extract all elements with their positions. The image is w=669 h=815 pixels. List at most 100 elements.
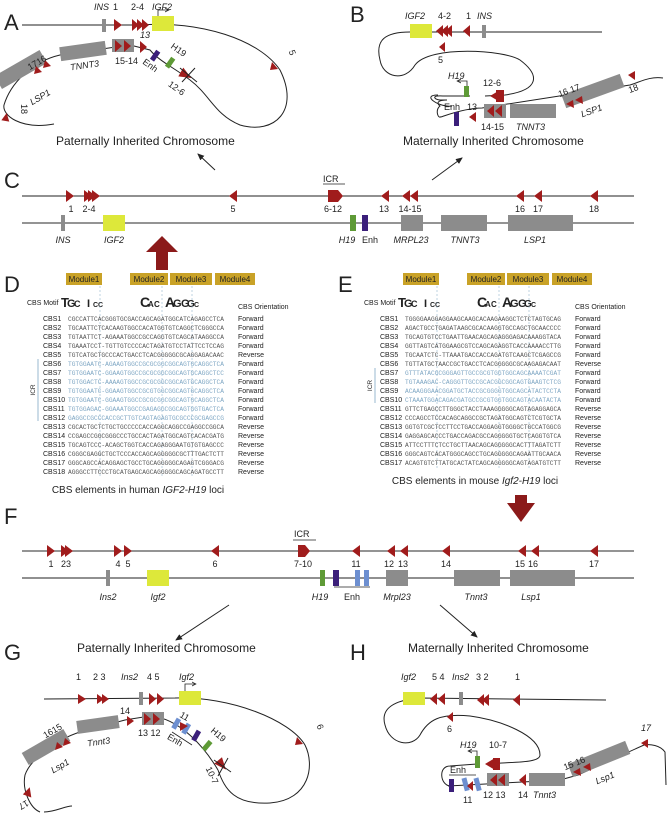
cbs-name: CBS10 <box>43 397 65 404</box>
ctcf-site-icon <box>439 42 445 52</box>
tnnt3-gene <box>59 40 107 62</box>
site-label: 13 <box>398 559 408 569</box>
orientation-header: CBS Orientation <box>575 304 626 311</box>
tnnt3-gene <box>510 104 556 118</box>
motif-logo-letter: I <box>424 298 427 310</box>
ctcf-site-icon <box>573 763 591 776</box>
label-ins2: Ins2 <box>452 672 469 682</box>
cbs-sequence: TGCAGTGTCCTGAATTGAACAGCAGAGGGAGACAAAGGTA… <box>405 334 561 341</box>
cbs-orientation: Forward <box>238 361 264 368</box>
motif-logo-letter: C <box>74 299 81 309</box>
ctcf-site-icon <box>34 60 51 74</box>
lsp1-gene <box>0 49 48 89</box>
enhancer-mouse <box>171 717 182 730</box>
ctcf-site-icon <box>566 96 583 108</box>
cbs-orientation: Forward <box>575 379 601 386</box>
cbs-orientation: Reverse <box>575 424 601 431</box>
gene-label: TNNT3 <box>451 235 480 245</box>
label-site: 13 12 <box>138 728 161 738</box>
ctcf-site-icon <box>270 62 278 70</box>
ctcf-icr-icon <box>496 90 504 102</box>
module-label: Module2 <box>134 275 165 284</box>
cbs-sequence: CCCAGCCTCCACAGCAGGCCGCTAGATGGCAGTCTCGTGC… <box>405 415 561 422</box>
ctcf-site-icon <box>140 41 147 53</box>
cbs-name: CBS2 <box>380 325 398 332</box>
label-site: 17 <box>17 798 31 812</box>
icr-label: ICR <box>30 384 37 396</box>
cbs-sequence: TGTGGACTC-AAAAGTGGCCGCGCGGCGGCAGTGCAGGCT… <box>68 379 224 386</box>
arrow-icon <box>431 157 463 181</box>
motif-logo-letter: G <box>67 298 76 310</box>
motif-logo-letter: C <box>411 299 418 309</box>
chromatin-fiber <box>383 697 607 765</box>
cbs-sequence: TGCAATTCTCACAAGTGGCCACATGGTGTCAGGCTCGGGC… <box>68 325 224 332</box>
cbs-orientation: Forward <box>238 334 264 341</box>
label-tnnt3: Tnnt3 <box>87 735 111 748</box>
igf2-gene <box>403 692 425 705</box>
cbs-name: CBS2 <box>43 325 61 332</box>
ctcf-site-icon <box>352 545 360 557</box>
gene-label: LSP1 <box>524 235 546 245</box>
cbs-name: CBS18 <box>43 469 65 476</box>
motif-logo-letter: G <box>187 299 195 310</box>
ctcf-icr-icon <box>178 67 192 78</box>
ctcf-site-icon <box>487 105 502 117</box>
gene-enh <box>362 215 368 231</box>
enhancer-mouse <box>364 570 369 586</box>
h19-gene <box>164 56 176 69</box>
site-label: 14 <box>441 559 451 569</box>
motif-logo-letter: C <box>477 294 487 310</box>
ins-gene <box>102 19 106 32</box>
panel-a: A INS 1 2-4 IGF2 13 15-14 TNNT3 Enh H19 … <box>0 2 298 171</box>
ctcf-site-icon <box>132 19 149 31</box>
cbs-orientation: Forward <box>238 415 264 422</box>
ctcf-icr-icon <box>298 545 310 557</box>
cbs-orientation: Reverse <box>238 442 264 449</box>
ctcf-site-icon <box>381 190 389 202</box>
module-badge <box>215 273 255 285</box>
module-label: Module1 <box>69 275 100 284</box>
label-site: 10-7 <box>204 765 221 786</box>
gene-label: Enh <box>362 235 378 245</box>
gene-h19 <box>350 215 356 231</box>
cbs-name: CBS9 <box>380 388 398 395</box>
ctcf-site-icon <box>115 40 131 52</box>
site-label: 1 <box>48 559 53 569</box>
cbs-sequence: TGTAATTCT-AGAAATGGCCGCCAGGTGTCAGCATAAGGC… <box>68 334 224 341</box>
module-badge <box>552 273 592 285</box>
icr-label: ICR <box>367 380 374 392</box>
h19-gene <box>464 86 469 97</box>
orientation-header: CBS Orientation <box>238 304 289 311</box>
gene-ins <box>61 215 65 231</box>
gene-h19 <box>320 570 325 586</box>
cbs-sequence: CGGGCGAGGCTGCTCCCACCAGCAGGGGGCGCTTTGACTC… <box>68 451 224 458</box>
label-site: 13 <box>140 30 150 40</box>
label-site: 11 <box>178 710 191 723</box>
blocked-cross-icon <box>213 757 232 777</box>
gene-tnnt3 <box>454 570 500 586</box>
site-label: 6-12 <box>324 204 342 214</box>
ctcf-icr-icon <box>485 758 495 770</box>
cbs-sequence: GAGGAGCACCCTGACCAGACGCCAGGGGGTGCTCAGGTGT… <box>405 433 561 440</box>
cbs-orientation: Forward <box>238 370 264 377</box>
gene-label: INS <box>55 235 70 245</box>
ctcf-site-icon <box>628 71 635 80</box>
cbs-sequence: TGCAATCTC-TTAAATGACCACCAGATGTCAAGCTCGAGC… <box>405 352 561 359</box>
cbs-name: CBS17 <box>380 460 402 467</box>
